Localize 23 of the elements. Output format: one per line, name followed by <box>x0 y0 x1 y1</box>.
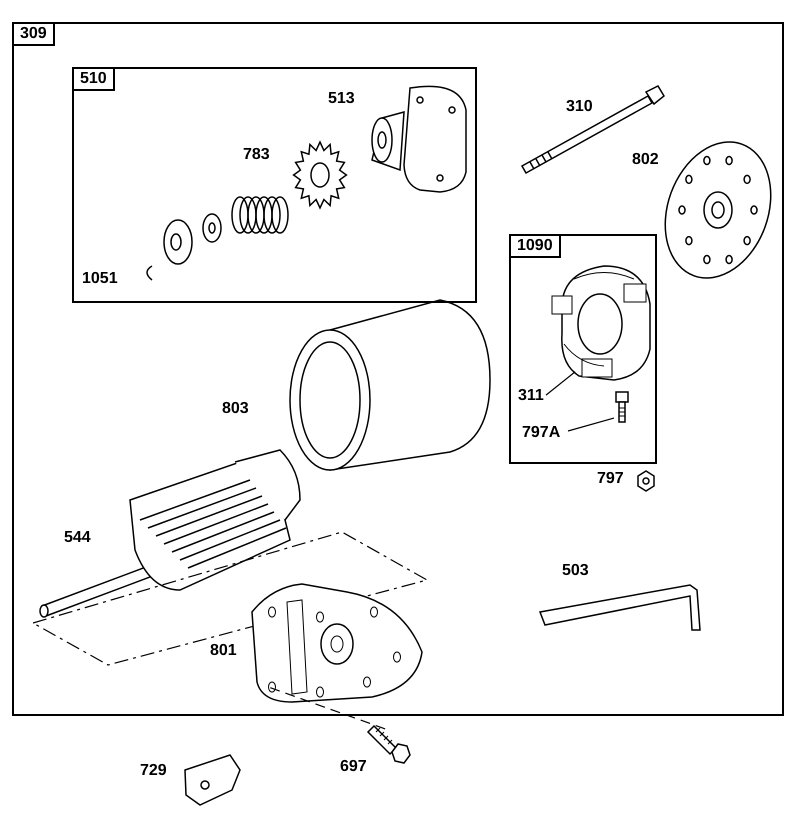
part-number: 697 <box>340 758 367 776</box>
part-number: 802 <box>632 151 659 169</box>
part-number: 503 <box>562 562 589 580</box>
callout-number: 311 <box>518 387 550 409</box>
group-number: 510 <box>72 67 115 91</box>
group-number: 1090 <box>509 234 561 258</box>
group-frame <box>12 22 784 716</box>
group-frame <box>72 67 477 303</box>
part-number: 1051 <box>82 270 118 288</box>
part-number: 310 <box>566 98 593 116</box>
leader-line <box>568 417 614 432</box>
group-number: 309 <box>12 22 55 46</box>
callout-number: 797A <box>522 424 572 446</box>
part-number: 801 <box>210 642 237 660</box>
part-number: 783 <box>243 146 270 164</box>
part-number: 803 <box>222 400 249 418</box>
assembly-line <box>270 687 386 730</box>
group-frame <box>509 234 657 464</box>
part-number: 513 <box>328 90 355 108</box>
part-number: 729 <box>140 762 167 780</box>
part-number: 797 <box>597 470 624 488</box>
part-number: 544 <box>64 529 91 547</box>
leader-line <box>546 371 576 396</box>
